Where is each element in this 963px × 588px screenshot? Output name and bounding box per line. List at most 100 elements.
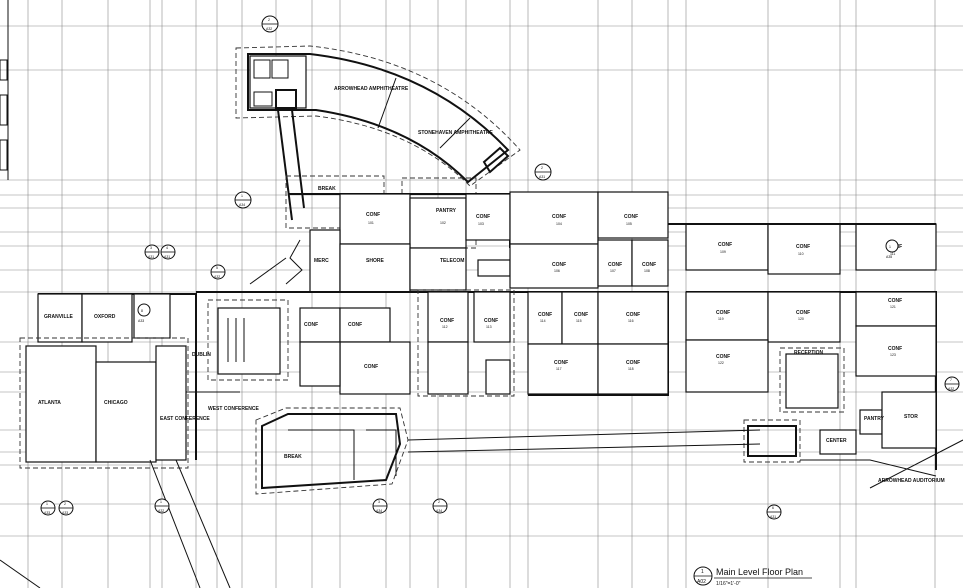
room-label: CONF [716,354,730,360]
room-label: WEST CONFERENCE [208,406,260,412]
callout-number: 3 [150,246,152,250]
room-tag: 114 [540,319,546,323]
room-tag: 115 [576,319,582,323]
room-label: ATLANTA [38,400,61,406]
room-label: OXFORD [94,314,116,320]
west-block [19,293,240,469]
room-tag: 105 [626,222,632,226]
room-label: CENTER [826,438,847,444]
section-callout-marker: 1 A35 [885,239,899,259]
callout-number: 1 [241,194,243,198]
callout-number: 2 [541,166,543,170]
callout-sheet: A33 [62,511,68,515]
section-callout-marker: 6 A31 [766,504,782,520]
room-label: PANTRY [864,416,885,422]
room-tag: 108 [644,269,650,273]
section-callout-marker: 8 A33 [137,303,151,323]
callout-sheet: A31 [148,255,154,259]
room-label: STOR [904,414,918,420]
callout-sheet: A32 [158,509,164,513]
callout-sheet: A31 [539,175,545,179]
callout-number: 1 [46,502,48,506]
callout-number: 3 [378,500,380,504]
room-label: CONF [888,298,902,304]
room-tag: 113 [486,325,492,329]
title-number: 1 [701,569,704,575]
callout-sheet: A32 [266,27,272,31]
room-label: STONEHAVEN AMPHITHEATRE [418,130,493,136]
room-label: ARROWHEAD AUDITORIUM [878,478,945,484]
room-label: CONF [796,310,810,316]
room-label: EAST CONFERENCE [160,416,210,422]
callout-sheet: A31 [770,515,776,519]
room-tag: 102 [440,221,446,225]
section-callout-marker: 2 A33 [58,500,74,516]
room-tag: 112 [442,325,448,329]
section-callout-marker: 3 A31 [144,244,160,260]
room-label: MERC [314,258,329,264]
room-tag: 121 [890,305,896,309]
room-label: SHORE [366,258,384,264]
room-label: PANTRY [436,208,457,214]
room-label: CONF [304,322,318,328]
room-labels: ARROWHEAD AMPHITHEATRE STONEHAVEN AMPHIT… [38,86,945,484]
room-label: CONF [364,364,378,370]
room-label: CONF [574,312,588,318]
room-tag: 111 [890,252,895,256]
room-tag: 109 [720,250,726,254]
section-callout-marker: 1 A34 [234,191,252,209]
room-label: CONF [626,360,640,366]
room-label: CONF [718,242,732,248]
room-label: CONF [716,310,730,316]
room-label: CONF [476,214,490,220]
drawing-title: Main Level Floor Plan [716,567,803,577]
callout-number: 2 [268,18,270,22]
callout-sheet: A32 [214,275,220,279]
room-label: DUBLIN [192,352,211,358]
callout-sheet: A34 [239,203,245,207]
callout-number: 7 [950,378,952,382]
central-block [196,289,669,397]
room-label: BREAK [284,454,302,460]
room-tag: 107 [610,269,616,273]
room-label: CHICAGO [104,400,128,406]
room-label: CONF [888,346,902,352]
room-label: CONF [348,322,362,328]
room-tag: 106 [554,269,560,273]
callout-number: 2 [438,500,440,504]
callout-number: 4 [166,246,168,250]
room-label: CONF [796,244,810,250]
section-callout-marker: 3 A34 [372,498,388,514]
room-label: CONF [626,312,640,318]
northeast-conf-strip [509,191,937,289]
key-plan-fragment [0,0,9,180]
callout-number: 6 [772,506,774,510]
section-callout-marker: 2 A31 [534,163,552,181]
callout-number: 2 [64,502,66,506]
room-tag: 123 [890,353,896,357]
callout-sheet: A32 [948,387,954,391]
callout-number: 1 [160,500,162,504]
room-label: CONF [554,360,568,366]
room-label: CONF [552,262,566,268]
room-tag: 122 [718,361,724,365]
room-label: CONF [642,262,656,268]
room-label: CONF [552,214,566,220]
section-callout-marker: 5 A32 [210,264,226,280]
room-label: CONF [484,318,498,324]
section-callout-marker: 1 A32 [154,498,170,514]
callout-number: 1 [889,245,891,249]
east-block [685,291,937,477]
room-label: CONF [366,212,380,218]
section-callout-marker: 2 A34 [432,498,448,514]
room-label: TELECOM [440,258,464,264]
callout-number: 8 [141,309,143,313]
room-label: ARROWHEAD AMPHITHEATRE [334,86,409,92]
section-callout-marker: 7 A32 [944,376,960,392]
room-label: RECEPTION [794,350,824,356]
callout-sheet: A34 [436,509,442,513]
room-tag: 117 [556,367,562,371]
north-central-block [249,175,511,293]
section-callout-marker: 2 A32 [261,15,279,33]
drawing-scale: 1/16"=1'-0" [716,581,741,587]
